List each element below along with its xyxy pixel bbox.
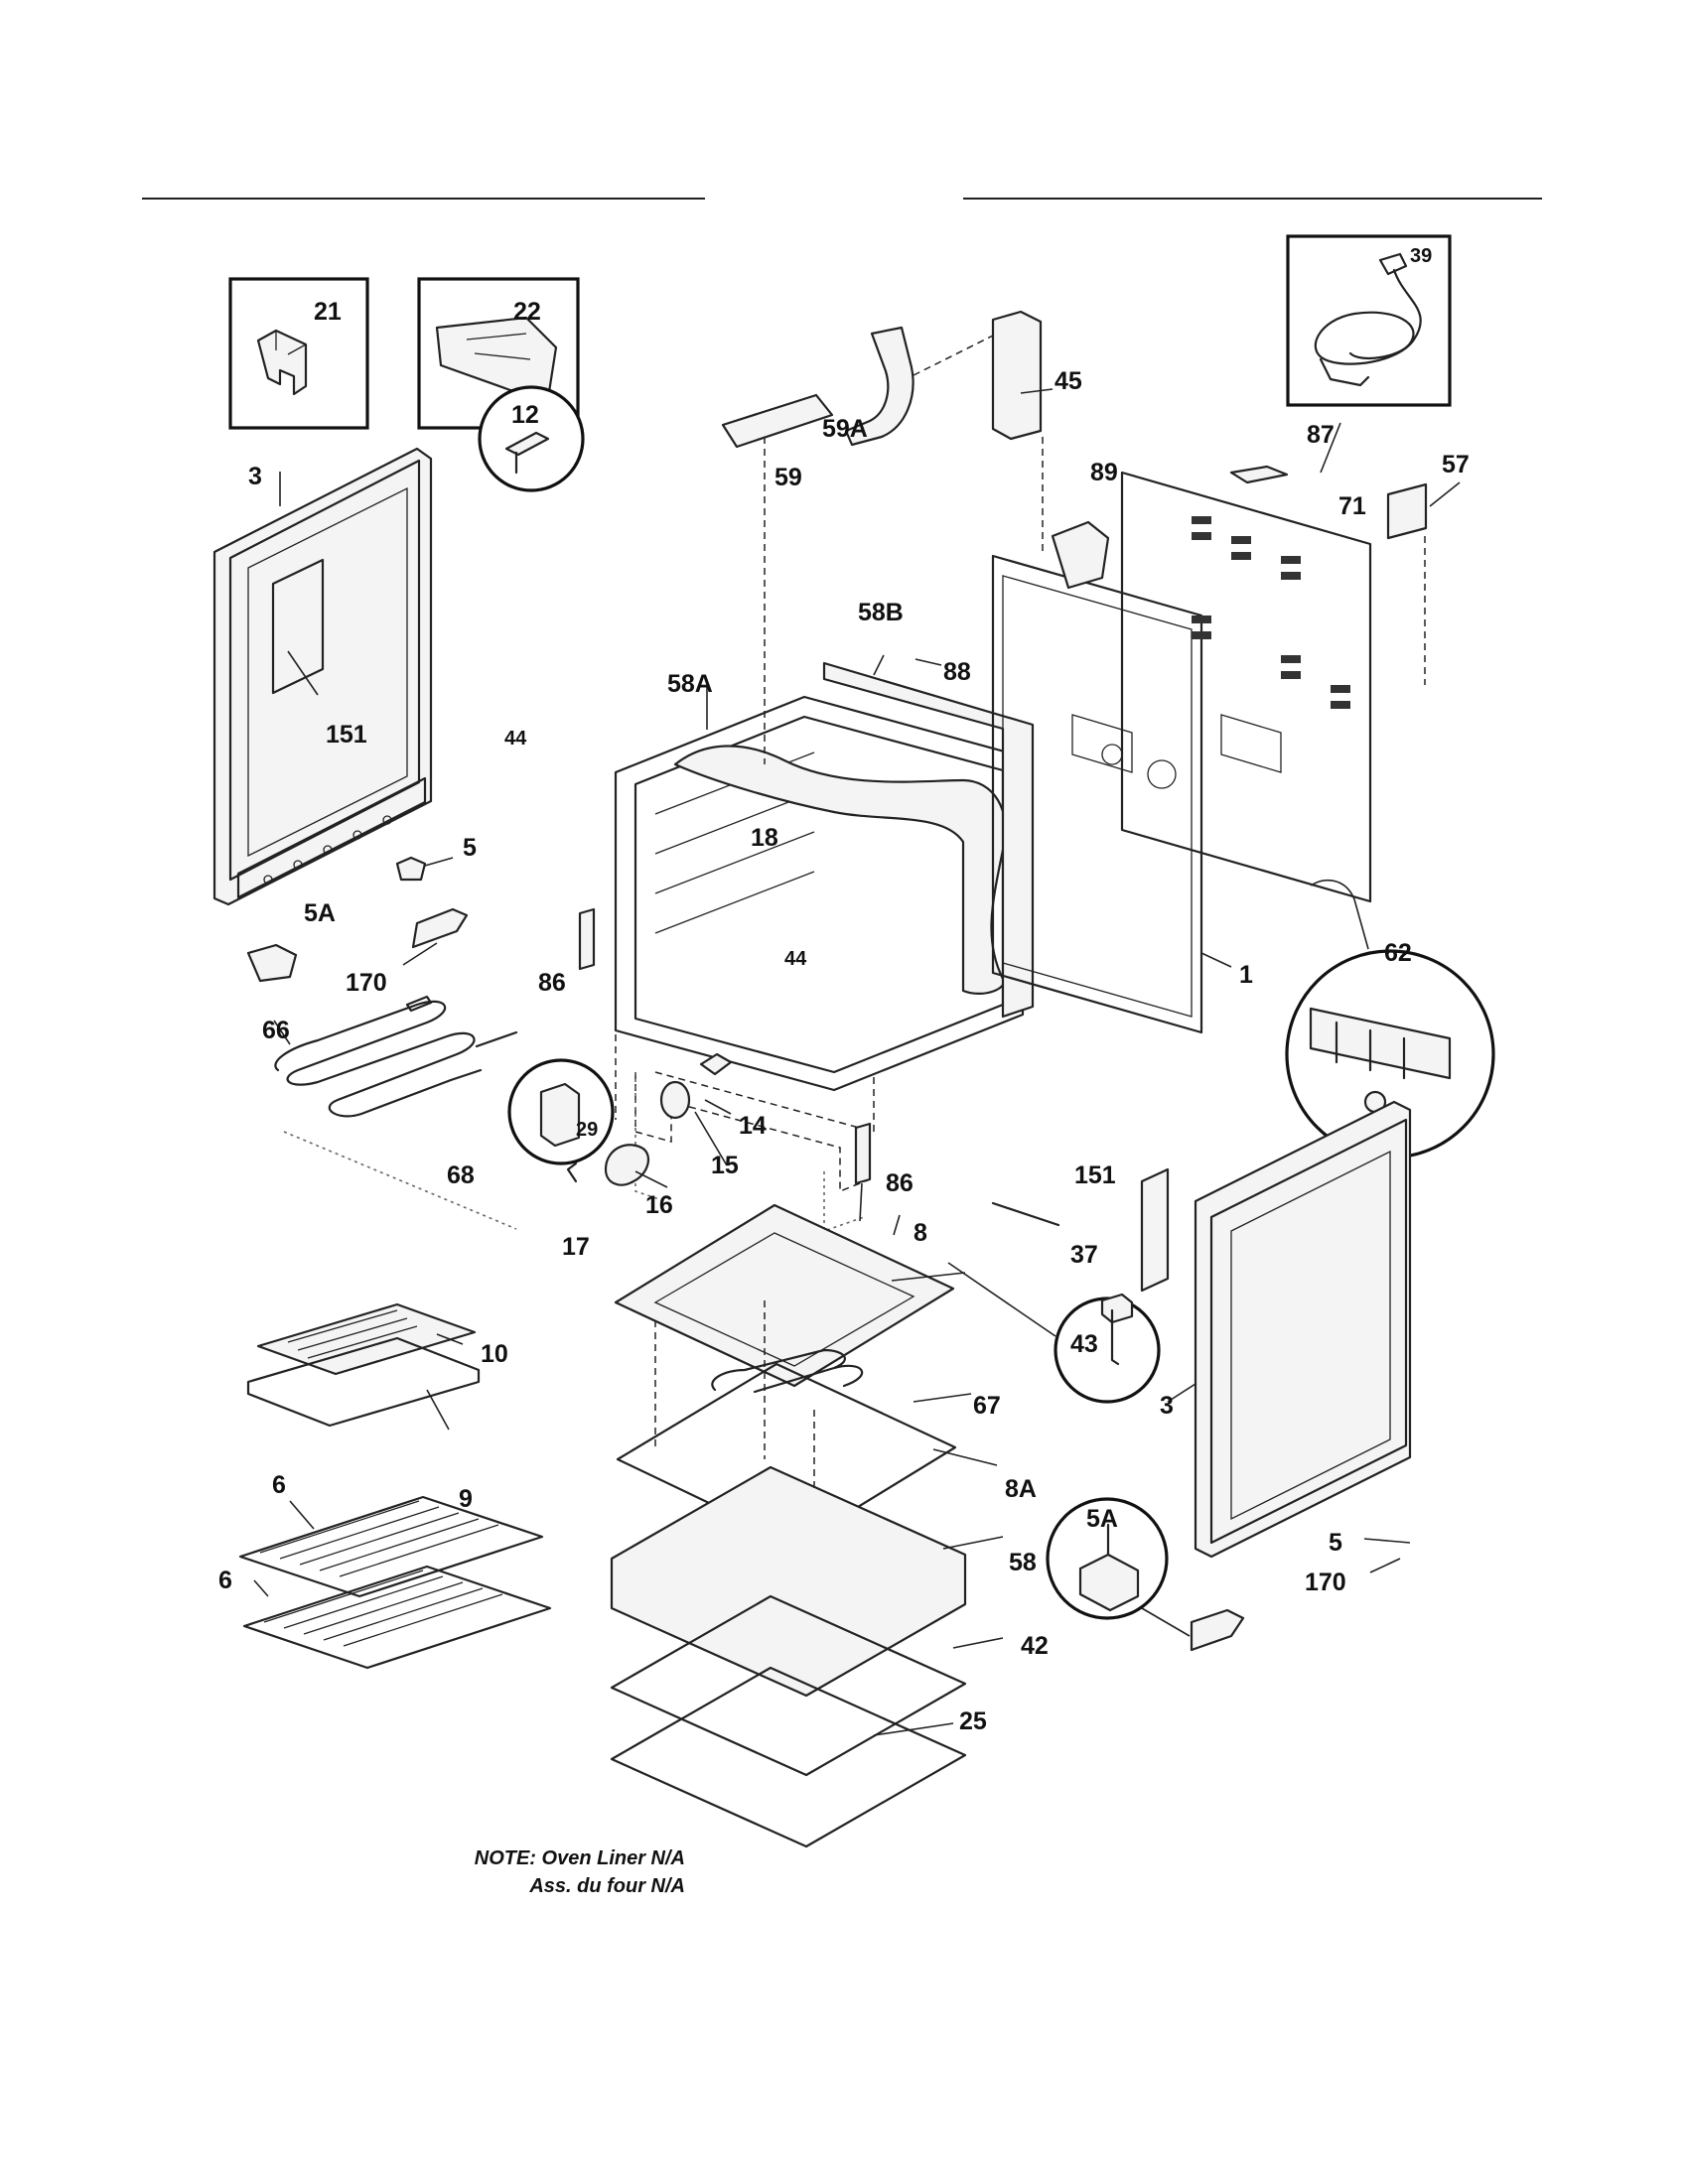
callout-67: 67 xyxy=(973,1392,1001,1420)
callout-14: 14 xyxy=(739,1112,767,1140)
part-68-line xyxy=(283,1131,517,1230)
callout-59A: 59A xyxy=(822,415,868,443)
callout-12: 12 xyxy=(511,401,539,429)
callout-5A-left: 5A xyxy=(304,899,336,927)
callout-58: 58 xyxy=(1009,1549,1037,1576)
callout-6-lower: 6 xyxy=(218,1567,232,1594)
callout-8A: 8A xyxy=(1005,1475,1037,1503)
callout-66: 66 xyxy=(262,1017,290,1044)
callout-22: 22 xyxy=(513,298,541,326)
part-21-box xyxy=(228,277,369,430)
callout-43: 43 xyxy=(1070,1330,1098,1358)
callout-44-upper: 44 xyxy=(504,728,527,750)
part-43-lead xyxy=(947,1262,1056,1337)
callout-18: 18 xyxy=(751,824,778,852)
side-panel-left xyxy=(212,447,433,906)
callout-6-upper: 6 xyxy=(272,1471,286,1499)
broiler-pan xyxy=(246,1302,481,1428)
callout-88: 88 xyxy=(943,658,971,686)
callout-170-right: 170 xyxy=(1305,1569,1346,1596)
part-5A-circle xyxy=(1046,1497,1169,1620)
callout-42: 42 xyxy=(1021,1632,1049,1660)
callout-9: 9 xyxy=(459,1485,473,1513)
callout-151-right: 151 xyxy=(1074,1161,1116,1189)
bottom-assembly xyxy=(610,1203,967,1848)
callout-8: 8 xyxy=(914,1219,927,1247)
oven-racks xyxy=(238,1495,552,1670)
callout-17: 17 xyxy=(562,1233,590,1261)
footnote-line-2: Ass. du four N/A xyxy=(529,1875,685,1897)
callout-58A: 58A xyxy=(667,670,713,698)
callout-87: 87 xyxy=(1307,421,1335,449)
callout-62: 62 xyxy=(1384,939,1412,967)
callout-39: 39 xyxy=(1410,245,1432,267)
side-panel-right xyxy=(991,1100,1412,1559)
callout-86-upper: 86 xyxy=(538,969,566,997)
footnote: NOTE: Oven Liner N/A Ass. du four N/A xyxy=(357,1844,685,1900)
leader-lines xyxy=(253,388,1461,1736)
lamp-parts xyxy=(566,1052,733,1186)
callout-29: 29 xyxy=(576,1119,598,1141)
callout-16: 16 xyxy=(645,1191,673,1219)
callout-170-left: 170 xyxy=(346,969,387,997)
small-parts-top xyxy=(721,310,1428,764)
callout-57: 57 xyxy=(1442,451,1470,478)
oven-cavity xyxy=(614,661,1035,1233)
callout-25: 25 xyxy=(959,1707,987,1735)
callout-58B: 58B xyxy=(858,599,904,626)
callout-37: 37 xyxy=(1070,1241,1098,1269)
footnote-line-1: NOTE: Oven Liner N/A xyxy=(474,1847,685,1869)
callout-21: 21 xyxy=(314,298,342,326)
callout-89: 89 xyxy=(1090,459,1118,486)
callout-5-left: 5 xyxy=(463,834,477,862)
back-panel xyxy=(1120,471,1372,903)
part-12-circle xyxy=(478,385,585,492)
callout-68: 68 xyxy=(447,1161,475,1189)
callout-labels: 21 22 39 45 59A 59 87 57 89 71 3 151 12 … xyxy=(218,245,1470,1735)
part-62-circle xyxy=(1285,949,1495,1160)
callout-3-left: 3 xyxy=(248,463,262,490)
callout-1: 1 xyxy=(1239,961,1253,989)
callout-71: 71 xyxy=(1338,492,1366,520)
rear-frame xyxy=(991,554,1203,1034)
callout-151-left: 151 xyxy=(326,721,367,749)
part-86a xyxy=(578,907,596,971)
part-62-arrow xyxy=(1310,879,1369,950)
callout-10: 10 xyxy=(481,1340,508,1368)
part-39-box xyxy=(1286,234,1452,407)
callout-45: 45 xyxy=(1055,367,1082,395)
leveler-group-right xyxy=(1190,1608,1245,1652)
part-43-circle xyxy=(1054,1293,1161,1404)
callout-5A-right: 5A xyxy=(1086,1505,1118,1533)
part-86b xyxy=(854,1122,872,1185)
callout-3-right: 3 xyxy=(1160,1392,1174,1420)
leveler-group-left xyxy=(246,856,469,983)
part-29-circle xyxy=(507,1058,615,1165)
bake-element-66 xyxy=(274,995,518,1118)
callout-5-right: 5 xyxy=(1329,1529,1342,1557)
callout-86-lower: 86 xyxy=(886,1169,914,1197)
callout-59: 59 xyxy=(774,464,802,491)
callout-15: 15 xyxy=(711,1152,739,1179)
callout-44-lower: 44 xyxy=(784,948,807,970)
